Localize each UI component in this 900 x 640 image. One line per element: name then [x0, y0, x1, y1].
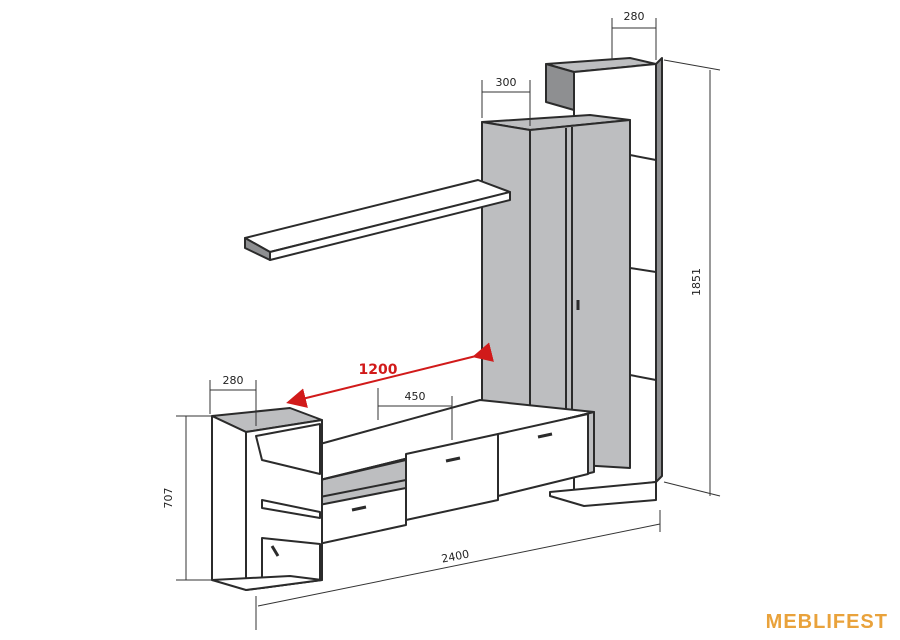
- tv-width-arrow: [286, 342, 494, 408]
- brand-logo: MEBLIFEST: [765, 611, 888, 633]
- dim-total-width: 2400: [440, 548, 470, 566]
- dim-middle-section-width: 450: [405, 390, 426, 403]
- dim-total-height: 1851: [690, 268, 703, 296]
- dim-tall-cabinet-depth: 300: [496, 76, 517, 89]
- drawer-right: [497, 413, 589, 497]
- drawer-middle: [405, 433, 499, 521]
- dim-top-shelf-depth: 280: [624, 10, 645, 23]
- wall-shelf: [244, 179, 511, 261]
- left-open-shelf: [211, 407, 323, 591]
- tv-unit: [261, 399, 595, 546]
- dim-left-shelf-depth: 280: [223, 374, 244, 387]
- dim-left-height: 707: [162, 488, 175, 509]
- dim-tv-space-width: 1200: [359, 362, 398, 378]
